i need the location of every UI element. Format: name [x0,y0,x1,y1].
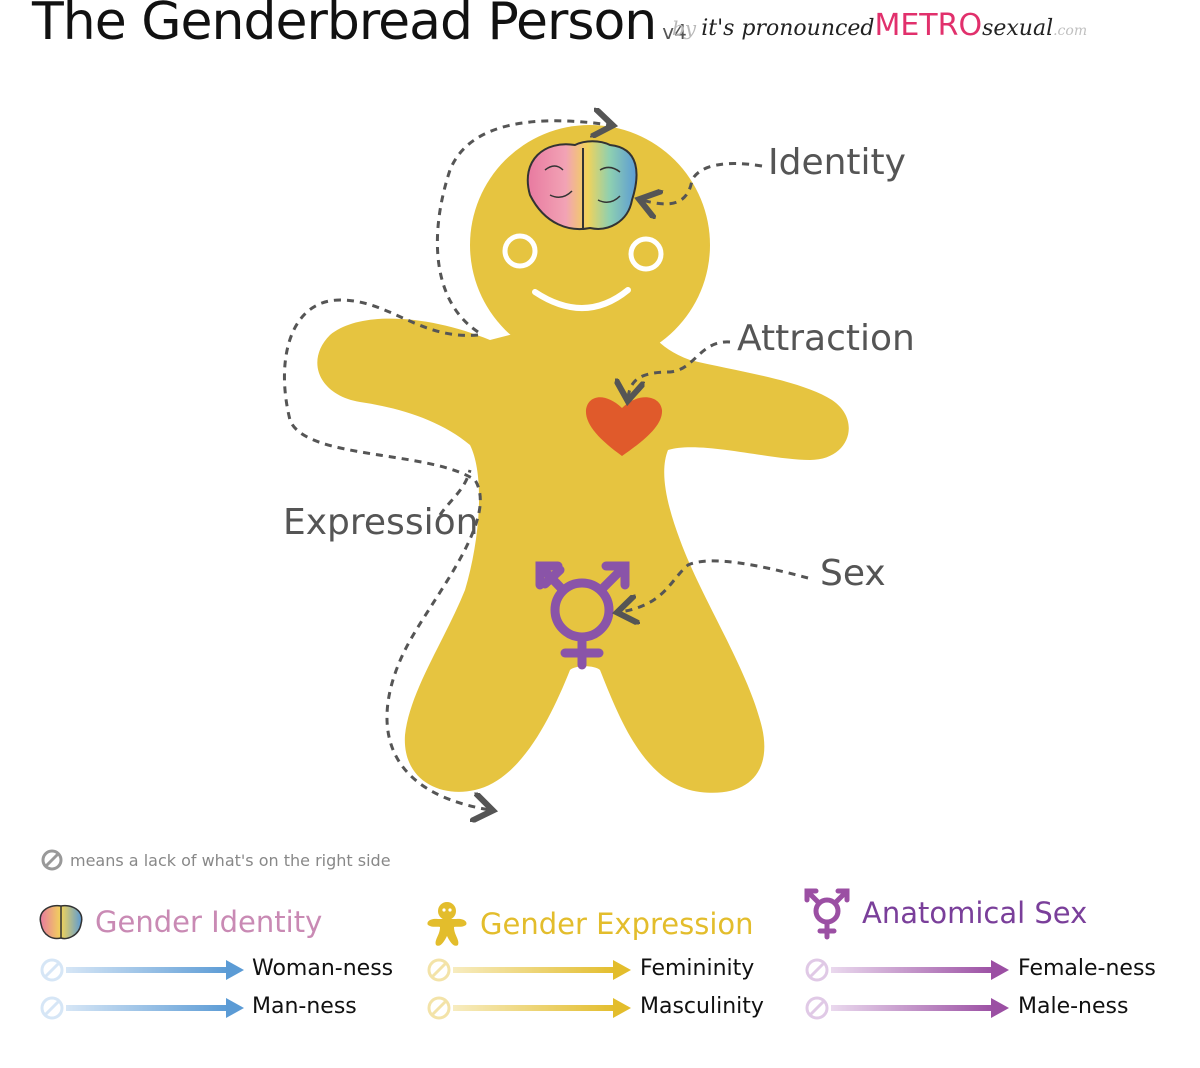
legend-anatomical-sex-heading: Anatomical Sex [802,885,1087,941]
expression-label-line [438,469,472,516]
callout-sex: Sex [820,553,886,594]
attraction-arrow [628,340,731,398]
legend-note: means a lack of what's on the right side [40,848,391,872]
byline[interactable]: by it's pronouncedMETROsexual.com [672,8,1087,43]
label-female-ness: Female-ness [1018,956,1156,981]
heart-icon [585,397,663,456]
brain-icon [526,140,638,230]
label-masculinity: Masculinity [640,994,764,1019]
expression-arc-bottom [283,298,490,810]
brain-icon [39,904,83,940]
label-femininity: Femininity [640,956,755,981]
transgender-symbol-icon [804,888,850,940]
expression-arc-top [436,121,610,334]
callout-attraction: Attraction [737,318,915,359]
scale-man-ness [40,996,244,1020]
scale-female-ness [805,958,1009,982]
byline-by: by [672,16,697,40]
left-eye [502,233,538,269]
byline-tld: .com [1053,23,1088,39]
label-man-ness: Man-ness [252,994,357,1019]
right-eye [628,236,664,272]
transgender-symbol-icon [535,561,630,670]
label-woman-ness: Woman-ness [252,956,394,981]
page-title: The Genderbread Person [32,0,657,52]
null-icon [41,849,63,871]
legend-gender-identity-heading: Gender Identity [37,902,322,942]
legend-heading-text: Gender Identity [95,905,323,939]
legend-heading-text: Gender Expression [480,907,754,941]
scale-femininity [427,958,631,982]
sex-arrow [620,559,809,612]
callout-expression: Expression [283,502,479,543]
legend-gender-expression-heading: Gender Expression [424,900,754,948]
legend-heading-text: Anatomical Sex [862,896,1088,930]
byline-suffix: sexual [982,16,1054,41]
identity-arrow [642,162,763,204]
legend-scales [40,958,1009,1020]
smile [532,287,631,311]
byline-prefix: it's pronounced [701,16,875,41]
label-male-ness: Male-ness [1018,994,1129,1019]
version-label: v4 [662,20,687,44]
callout-lines [283,121,809,810]
scale-masculinity [427,996,631,1020]
callout-identity: Identity [768,142,906,183]
genderbread-illustration [283,0,849,840]
byline-brand: METRO [874,8,983,43]
scale-male-ness [805,996,1009,1020]
gingerbread-icon [427,902,467,946]
note-text: means a lack of what's on the right side [70,850,391,870]
scale-woman-ness [40,958,244,982]
